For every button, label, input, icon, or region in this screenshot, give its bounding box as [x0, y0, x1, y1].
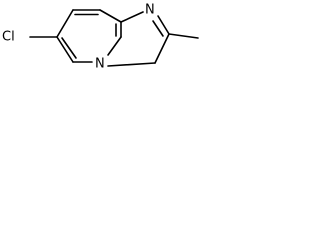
bond-c6-c5-double — [61, 37, 77, 59]
pyridine-ring — [56, 9, 122, 63]
chlorine-atom-label: Cl — [2, 30, 15, 45]
bond-n1-c2-double — [152, 20, 164, 37]
bond-n4-c8a — [107, 36, 122, 56]
bond-c7-c6 — [56, 9, 74, 38]
bond-c6-c5 — [56, 36, 74, 63]
imidazole-ring — [107, 11, 170, 67]
bond-c8a-n1 — [120, 11, 144, 23]
bond-c2-c3 — [154, 33, 170, 64]
bond-c8a-c8 — [99, 9, 122, 23]
bridgehead-nitrogen-label: N — [95, 57, 105, 72]
bond-c2-methyl — [168, 33, 199, 39]
imidazole-nitrogen-label: N — [145, 3, 155, 18]
bond-n1-c2 — [157, 15, 170, 35]
bond-c3-n4 — [107, 62, 156, 67]
molecule-structure: Cl N N — [2, 3, 199, 72]
